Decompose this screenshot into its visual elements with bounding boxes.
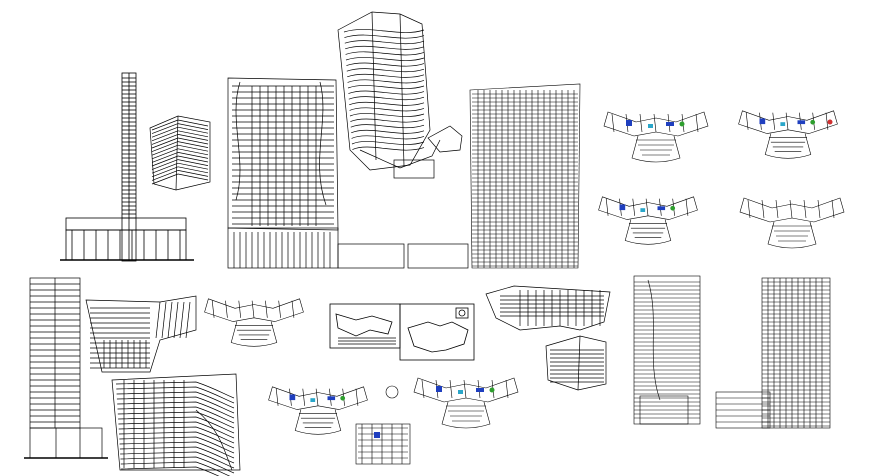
tower-elevation-right-1 bbox=[633, 275, 701, 425]
tower-section-tall bbox=[60, 72, 194, 262]
floor-plans-upper-right bbox=[598, 110, 845, 249]
floor-plan-5 bbox=[204, 298, 304, 347]
left-section bbox=[24, 277, 108, 459]
framed-plan-small bbox=[329, 303, 401, 349]
perspective-mid-left bbox=[85, 295, 197, 373]
grid-tower-elevation bbox=[469, 83, 581, 269]
curved-tower-elevation bbox=[227, 77, 469, 269]
framed-plan-large bbox=[399, 303, 475, 361]
floor-plan-1 bbox=[603, 111, 709, 163]
floor-plan-7 bbox=[413, 377, 519, 429]
floor-plan-8 bbox=[355, 385, 411, 465]
curved-tower-perspective-top bbox=[337, 11, 463, 179]
perspective-corner bbox=[545, 335, 607, 391]
floor-plans-bottom bbox=[204, 298, 519, 465]
small-perspective-tower bbox=[149, 115, 211, 191]
floor-plan-3 bbox=[598, 196, 698, 245]
tower-elevation-right-2 bbox=[715, 277, 831, 429]
perspective-bottom-left bbox=[111, 373, 241, 476]
floor-plan-6 bbox=[268, 386, 368, 435]
floor-plan-4 bbox=[739, 197, 845, 249]
perspective-podium bbox=[485, 285, 611, 331]
floor-plan-2 bbox=[738, 110, 838, 159]
